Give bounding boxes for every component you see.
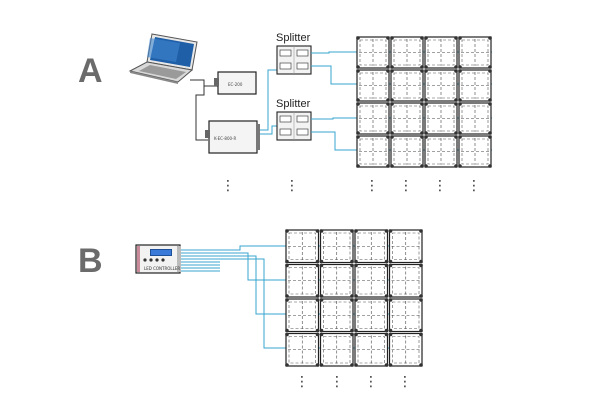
a-dots-0: ⋮: [221, 178, 235, 194]
grid-b-panel-3-2: [354, 332, 389, 367]
grid-b-panel-1-2: [354, 263, 389, 298]
grid-b-panel-2-0: [285, 298, 320, 333]
splitter-1: [276, 111, 312, 141]
splitter-title-bottom: Splitter: [276, 98, 311, 110]
b-dots-2: ⋮: [364, 374, 378, 390]
grid-b-panel-3-1: [319, 332, 354, 367]
a-dots-1: ⋮: [285, 178, 299, 194]
grid-b-panel-2-3: [388, 298, 423, 333]
grid-a-panel-0-3: [458, 36, 492, 69]
grid-a-panel-2-0: [356, 102, 390, 135]
led-panel-grid-b: [285, 229, 423, 367]
grid-a-panel-0-1: [390, 36, 424, 69]
grid-b-panel-1-1: [319, 263, 354, 298]
grid-b-panel-0-3: [388, 229, 423, 264]
section-label-a: A: [78, 52, 103, 90]
a-dots-3: ⋮: [399, 178, 413, 194]
splitter-title-top: Splitter: [276, 32, 311, 44]
grid-b-panel-3-0: [285, 332, 320, 367]
led-controller-b: LED CONTROLLER: [135, 244, 181, 274]
grid-a-panel-2-3: [458, 102, 492, 135]
grid-a-panel-2-1: [390, 102, 424, 135]
a-dots-5: ⋮: [467, 178, 481, 194]
grid-a-panel-0-2: [424, 36, 458, 69]
grid-b-panel-3-3: [388, 332, 423, 367]
grid-a-panel-0-0: [356, 36, 390, 69]
controller-ec200-label: EC-200: [228, 82, 243, 87]
a-dots-2: ⋮: [365, 178, 379, 194]
grid-b-panel-1-0: [285, 263, 320, 298]
led-controller-b-label: LED CONTROLLER: [144, 266, 180, 271]
grid-a-panel-1-3: [458, 69, 492, 102]
laptop-icon: [128, 33, 198, 84]
section-label-b: B: [78, 242, 103, 280]
grid-b-panel-0-2: [354, 229, 389, 264]
controller-kec800r: K-EC-800-R: [205, 120, 260, 154]
grid-a-panel-1-1: [390, 69, 424, 102]
grid-a-panel-1-0: [356, 69, 390, 102]
splitter-feed-cables: [260, 69, 278, 135]
controller-wiring: [190, 79, 218, 141]
b-dots-0: ⋮: [295, 374, 309, 390]
grid-a-panel-3-3: [458, 135, 492, 168]
grid-b-panel-0-0: [285, 229, 320, 264]
a-dots-4: ⋮: [433, 178, 447, 194]
continuation-dots-a: ⋮ ⋮ ⋮ ⋮ ⋮ ⋮: [221, 178, 481, 194]
led-panel-grid-a: [356, 36, 492, 168]
b-dots-1: ⋮: [330, 374, 344, 390]
grid-a-panel-3-0: [356, 135, 390, 168]
grid-a-panel-2-2: [424, 102, 458, 135]
grid-b-panel-1-3: [388, 263, 423, 298]
b-dots-3: ⋮: [398, 374, 412, 390]
splitters: [276, 45, 312, 141]
grid-b-panel-2-2: [354, 298, 389, 333]
continuation-dots-b: ⋮ ⋮ ⋮ ⋮: [295, 374, 412, 390]
controller-kec800r-label: K-EC-800-R: [214, 136, 236, 141]
grid-b-panel-0-1: [319, 229, 354, 264]
grid-b-panel-2-1: [319, 298, 354, 333]
grid-a-panel-1-2: [424, 69, 458, 102]
splitter-0: [276, 45, 312, 75]
grid-a-panel-3-1: [390, 135, 424, 168]
grid-a-panel-3-2: [424, 135, 458, 168]
controller-ec200: EC-200: [214, 71, 257, 95]
